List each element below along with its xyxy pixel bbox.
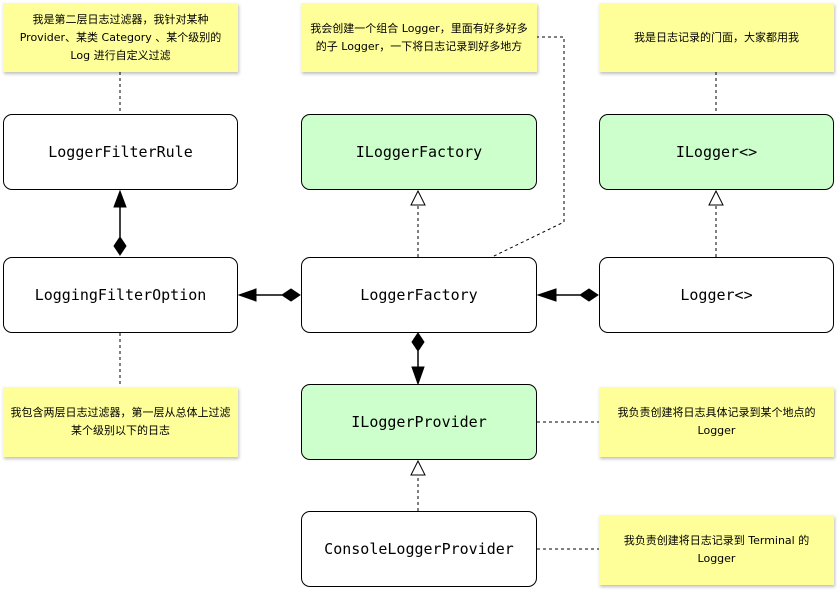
class-console-logger-provider[interactable]: ConsoleLoggerProvider bbox=[301, 511, 537, 587]
interface-ilogger[interactable]: ILogger<> bbox=[599, 114, 834, 190]
class-logger-factory-label: LoggerFactory bbox=[360, 286, 478, 304]
realization-arrowheads bbox=[410, 189, 724, 476]
diamond-logger bbox=[579, 288, 599, 302]
class-logger-label: Logger<> bbox=[680, 286, 753, 304]
interface-ilogger-provider-label: ILoggerProvider bbox=[351, 413, 487, 431]
hollow-triangle-ilogger bbox=[708, 189, 724, 206]
note-link-factory bbox=[491, 36, 565, 258]
note-factory: 我会创建一个组合 Logger，里面有好多好多的子 Logger，一下将日志记录… bbox=[301, 3, 537, 72]
arrowhead-logger-factory bbox=[536, 288, 557, 302]
composition-lines bbox=[119, 207, 580, 367]
class-logger-filter-rule-label: LoggerFilterRule bbox=[48, 143, 193, 161]
diamond-factory-left bbox=[281, 288, 301, 302]
hollow-triangle-ilogger-provider bbox=[410, 459, 426, 476]
note-logger: 我是日志记录的门面，大家都用我 bbox=[599, 3, 834, 72]
arrowhead-ilogger-provider bbox=[411, 366, 425, 386]
arrowhead-filter-rule bbox=[113, 189, 127, 208]
realization-lines bbox=[417, 205, 717, 511]
interface-ilogger-provider[interactable]: ILoggerProvider bbox=[301, 384, 537, 460]
interface-ilogger-factory-label: ILoggerFactory bbox=[355, 143, 483, 161]
note-provider: 我负责创建将日志具体记录到某个地点的 Logger bbox=[599, 387, 834, 457]
note-filter-rule: 我是第二层日志过滤器，我针对某种 Provider、某类 Category 、某… bbox=[3, 3, 238, 72]
diamond-factory-bottom bbox=[411, 332, 425, 352]
class-logging-filter-option[interactable]: LoggingFilterOption bbox=[3, 257, 238, 333]
class-logger-filter-rule[interactable]: LoggerFilterRule bbox=[3, 114, 238, 190]
class-logger[interactable]: Logger<> bbox=[599, 257, 834, 333]
hollow-triangle-ilogger-factory bbox=[410, 189, 426, 206]
interface-ilogger-label: ILogger<> bbox=[675, 143, 758, 161]
note-connectors bbox=[119, 36, 717, 550]
class-logger-factory[interactable]: LoggerFactory bbox=[301, 257, 537, 333]
arrowhead-filter-option bbox=[237, 288, 257, 302]
note-filter-option: 我包含两层日志过滤器，第一层从总体上过滤某个级别以下的日志 bbox=[3, 387, 238, 457]
class-logging-filter-option-label: LoggingFilterOption bbox=[34, 286, 207, 304]
composition-markers bbox=[113, 189, 599, 386]
note-console-provider: 我负责创建将日志记录到 Terminal 的 Logger bbox=[599, 515, 834, 585]
class-console-logger-provider-label: ConsoleLoggerProvider bbox=[324, 540, 514, 558]
interface-ilogger-factory[interactable]: ILoggerFactory bbox=[301, 114, 537, 190]
diamond-filter-option bbox=[113, 236, 127, 256]
